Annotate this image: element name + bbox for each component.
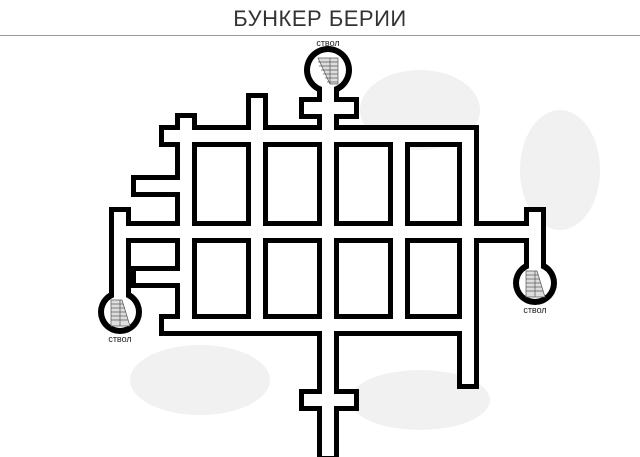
stair-icon-left [110,299,131,327]
corridors [114,86,541,456]
stair-icon-top [317,57,339,85]
shaft-label-right: ствол [523,305,546,315]
shaft-label-top: ствол [316,38,339,48]
title-divider [0,35,640,36]
shaft-label-left: ствол [108,334,131,344]
page-title: БУНКЕР БЕРИИ [233,6,407,31]
stair-icon-right [525,270,546,298]
